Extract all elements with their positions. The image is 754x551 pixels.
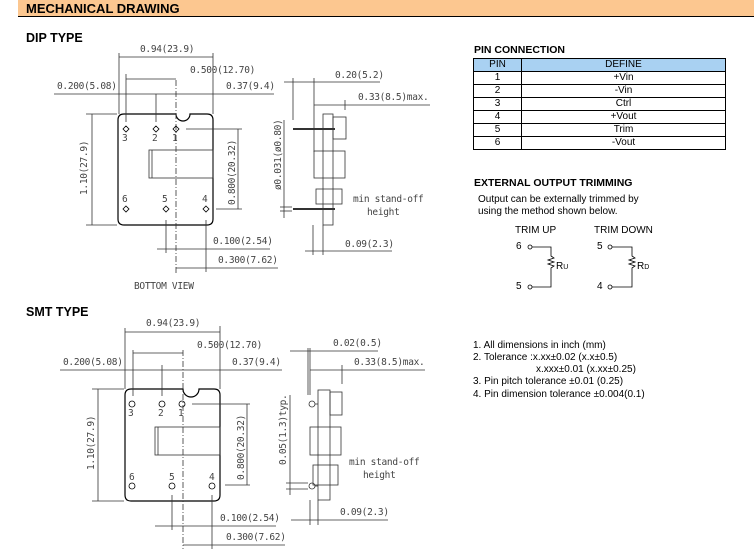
trim-up-bottom-pin: 5	[516, 281, 522, 292]
smt-bottom-view	[60, 326, 285, 549]
resistor-ru: RU	[556, 261, 568, 272]
smt-dim-500: 0.500(12.70)	[197, 340, 263, 351]
smt-dim-side09: 0.09(2.3)	[340, 507, 389, 518]
dip-bottom-view	[54, 53, 278, 275]
section-header: MECHANICAL DRAWING	[18, 0, 754, 17]
trimming-desc-2: using the method shown below.	[478, 206, 618, 217]
smt-dim-100: 0.100(2.54)	[220, 513, 280, 524]
dip-type-title: DIP TYPE	[26, 31, 83, 45]
dip-dim-height: 1.10(27.9)	[79, 140, 90, 195]
table-row: 1+Vin	[473, 71, 726, 85]
define-cell: -Vin	[521, 84, 726, 98]
resistor-subscript: U	[563, 264, 569, 271]
col-define: DEFINE	[521, 58, 726, 72]
table-row: 6-Vout	[473, 136, 726, 150]
define-cell: Trim	[521, 123, 726, 137]
pin-cell: 2	[473, 84, 522, 98]
dip-pin-label: 3	[122, 133, 128, 144]
smt-pin-label: 3	[128, 408, 134, 419]
smt-standoff-2: height	[363, 470, 396, 481]
smt-dim-height: 1.10(27.9)	[86, 415, 97, 470]
dip-dim-800: 0.800(20.32)	[227, 139, 238, 205]
note-4: 4. Pin dimension tolerance ±0.004(0.1)	[473, 389, 645, 400]
smt-dim-side33: 0.33(8.5)max.	[354, 357, 425, 368]
trim-up-top-pin: 6	[516, 241, 522, 252]
pin-cell: 6	[473, 136, 522, 150]
trim-down-bottom-pin: 4	[597, 281, 603, 292]
note-1: 1. All dimensions in inch (mm)	[473, 340, 606, 351]
smt-pin-label: 6	[129, 472, 135, 483]
trimming-title: EXTERNAL OUTPUT TRIMMING	[474, 177, 633, 189]
dip-pin-label: 5	[162, 194, 168, 205]
smt-pin-label: 4	[209, 472, 215, 483]
table-row: 4+Vout	[473, 110, 726, 124]
note-3: 3. Pin pitch tolerance ±0.01 (0.25)	[473, 376, 624, 387]
dip-standoff-2: height	[367, 207, 400, 218]
smt-dim-300: 0.300(7.62)	[226, 532, 286, 543]
dip-dim-100: 0.100(2.54)	[213, 236, 273, 247]
pin-connection-title: PIN CONNECTION	[474, 44, 566, 56]
dip-dim-pin-dia: ø0.031(ø0.80)	[273, 119, 284, 190]
trim-schematics	[527, 244, 637, 290]
smt-side-view	[286, 348, 425, 525]
define-cell: +Vin	[521, 71, 726, 85]
resistor-label: R	[637, 261, 645, 272]
pin-cell: 5	[473, 123, 522, 137]
dip-pin-label: 2	[152, 133, 158, 144]
smt-dim-200: 0.200(5.08)	[63, 357, 123, 368]
trim-down-top-pin: 5	[597, 241, 603, 252]
resistor-rd: RD	[637, 261, 649, 272]
smt-dim-pad: 0.05(1.3)typ.	[278, 394, 289, 465]
note-2-cont: x.xxx±0.01 (x.xx±0.25)	[536, 364, 636, 375]
pin-cell: 4	[473, 110, 522, 124]
smt-dim-width: 0.94(23.9)	[146, 318, 201, 329]
smt-pin-label: 2	[158, 408, 164, 419]
dip-dim-side20: 0.20(5.2)	[335, 70, 384, 81]
section-title: MECHANICAL DRAWING	[26, 1, 180, 16]
smt-type-title: SMT TYPE	[26, 305, 89, 319]
define-cell: +Vout	[521, 110, 726, 124]
table-row: 2-Vin	[473, 84, 726, 98]
dip-standoff-1: min stand-off	[353, 194, 424, 205]
define-cell: Ctrl	[521, 97, 726, 111]
smt-pin-label: 1	[178, 408, 184, 419]
dip-dim-300: 0.300(7.62)	[218, 255, 278, 266]
smt-standoff-1: min stand-off	[349, 457, 420, 468]
trim-up-label: TRIM UP	[515, 225, 557, 236]
trim-down-label: TRIM DOWN	[594, 225, 653, 236]
dip-dim-side33: 0.33(8.5)max.	[358, 92, 429, 103]
dip-dim-200: 0.200(5.08)	[57, 81, 117, 92]
smt-dim-800: 0.800(20.32)	[236, 414, 247, 480]
dip-pin-label: 4	[202, 194, 208, 205]
pin-cell: 3	[473, 97, 522, 111]
bottom-view-label: BOTTOM VIEW	[134, 281, 194, 292]
col-pin: PIN	[473, 58, 522, 72]
note-2: 2. Tolerance :x.xx±0.02 (x.x±0.5)	[473, 352, 618, 363]
resistor-label: R	[556, 261, 564, 272]
dip-dim-500: 0.500(12.70)	[190, 65, 256, 76]
dip-dim-side09: 0.09(2.3)	[345, 239, 394, 250]
smt-dim-37: 0.37(9.4)	[232, 357, 281, 368]
trimming-desc-1: Output can be externally trimmed by	[478, 194, 639, 205]
resistor-subscript: D	[644, 264, 650, 271]
dip-dim-37: 0.37(9.4)	[226, 81, 275, 92]
dip-side-view	[280, 78, 430, 255]
pin-cell: 1	[473, 71, 522, 85]
smt-dim-side02: 0.02(0.5)	[333, 338, 382, 349]
dip-pin-label: 6	[122, 194, 128, 205]
dip-pin-label: 1	[172, 133, 178, 144]
define-cell: -Vout	[521, 136, 726, 150]
dip-dim-width: 0.94(23.9)	[140, 44, 195, 55]
smt-pin-label: 5	[169, 472, 175, 483]
